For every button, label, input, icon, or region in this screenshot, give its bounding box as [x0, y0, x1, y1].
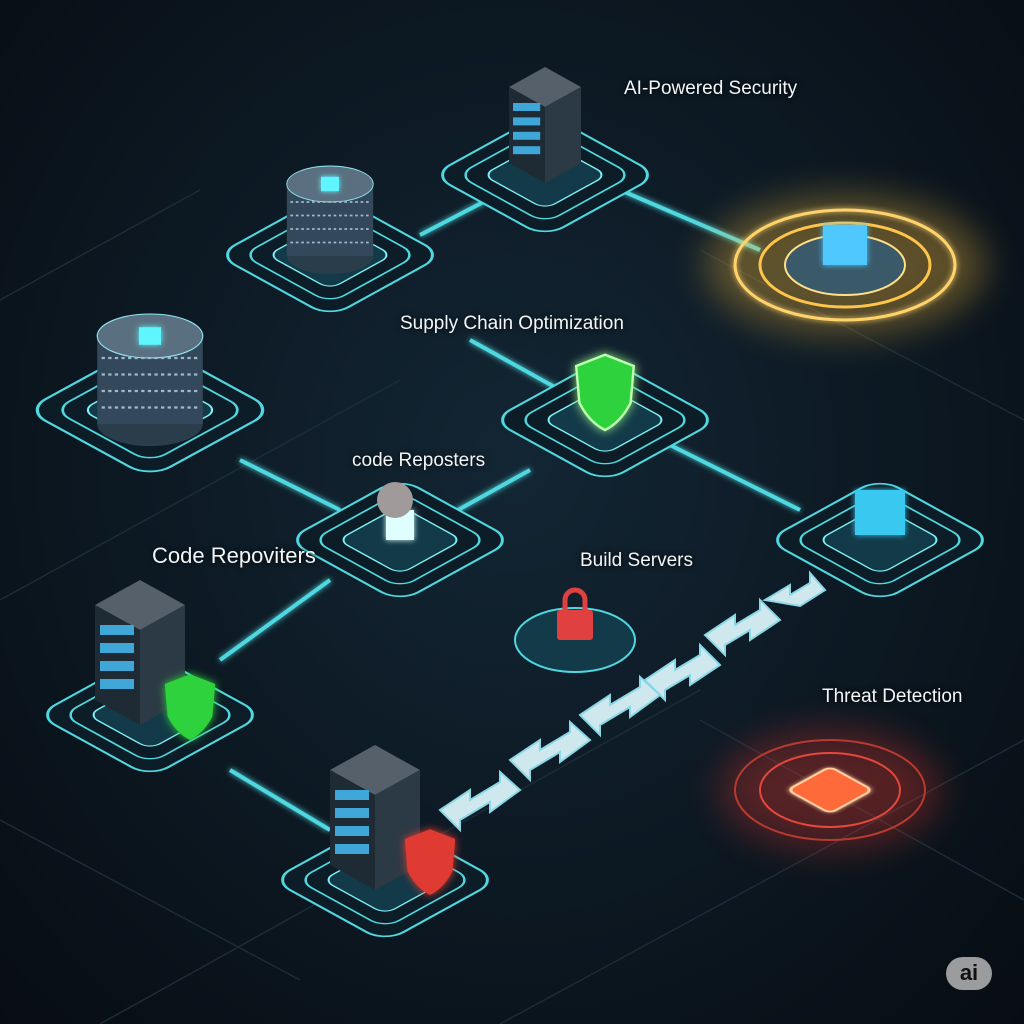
label-code-repoviters: Code Repoviters [152, 543, 316, 568]
label-code-reposters: code Reposters [352, 450, 486, 471]
label-ai-powered-security: AI-Powered Security [624, 78, 798, 99]
node-large-database[interactable] [23, 314, 277, 480]
node-small-database[interactable] [215, 166, 445, 319]
node-threat-detection[interactable] [720, 730, 940, 850]
node-code-reposters[interactable] [285, 476, 515, 604]
lock-icon [557, 610, 593, 640]
node-bottom-server[interactable] [270, 745, 500, 944]
label-threat-detection: Threat Detection [822, 686, 963, 707]
node-build-servers-lock[interactable] [514, 587, 636, 673]
node-supply-chain-shield[interactable] [490, 353, 720, 484]
ai-badge: ai [946, 957, 992, 990]
data-stream-arrows [438, 570, 827, 833]
node-right-cube[interactable] [765, 476, 995, 604]
label-supply-chain-optimization: Supply Chain Optimization [400, 313, 624, 334]
node-code-repoviters-server[interactable] [35, 580, 265, 779]
node-ai-security-core[interactable] [705, 195, 985, 335]
label-build-servers: Build Servers [580, 550, 693, 571]
